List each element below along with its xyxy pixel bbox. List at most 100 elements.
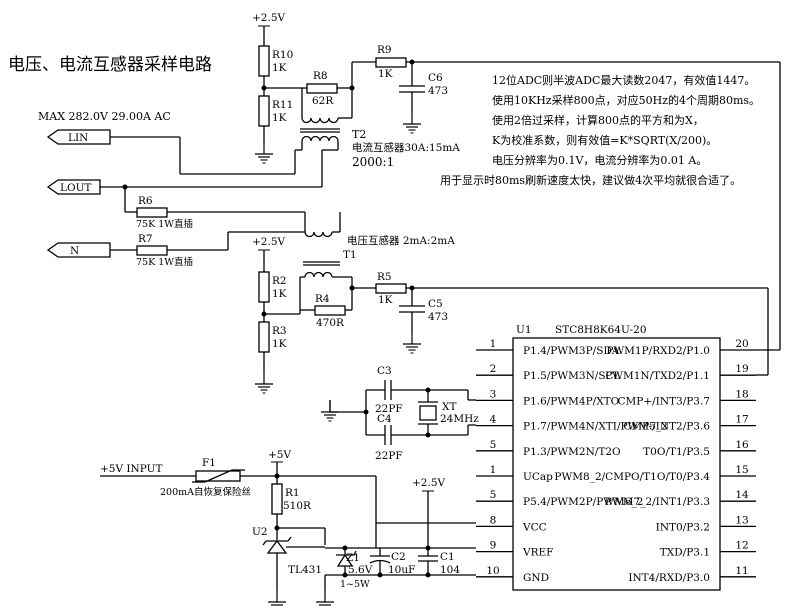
svg-text:10uF: 10uF [388, 564, 415, 576]
svg-text:T2: T2 [352, 128, 366, 141]
svg-text:XT: XT [442, 401, 456, 413]
pin-number: 1 [490, 338, 497, 350]
svg-text:LOUT: LOUT [60, 182, 91, 194]
svg-text:+2.5V: +2.5V [252, 236, 285, 248]
svg-text:R2: R2 [272, 275, 287, 287]
t1-secondary-coil [304, 271, 333, 278]
svg-text:75K 1W直插: 75K 1W直插 [136, 256, 194, 268]
svg-text:R6: R6 [138, 195, 153, 207]
svg-text:24MHz: 24MHz [440, 413, 479, 425]
note-line: 12位ADC则半波ADC最大读数2047，有效值1447。 [492, 73, 755, 87]
mcu-pin-left: 3P1.6/PWM4P/XTO [476, 388, 620, 407]
pin-name: P1.7/PWM4N/XTI/PWM5_2 [523, 421, 668, 433]
resistor-r5 [375, 283, 407, 294]
note-line: 用于显示时80ms刷新速度太快，建议做4次平均就很合适了。 [440, 173, 741, 187]
pin-number: 18 [735, 388, 748, 400]
pin-number: 8 [490, 514, 497, 526]
pin-number: 5 [490, 439, 497, 451]
resistor-r9 [375, 57, 407, 68]
svg-text:473: 473 [428, 85, 448, 97]
crystal-section: C3 22PF C4 22PF XT 24MHz [320, 365, 479, 462]
resistor-r3 [258, 321, 270, 353]
pin-name: UCap [523, 471, 553, 483]
pin-number: 15 [735, 464, 748, 476]
resistor-r10 [258, 45, 270, 77]
resistor-r1 [271, 483, 283, 515]
pin-name: GND [523, 572, 549, 584]
pin-name: INT4/RXD/P3.0 [628, 572, 710, 584]
svg-text:200mA自恢复保险丝: 200mA自恢复保险丝 [160, 486, 251, 498]
ground-icon [267, 589, 287, 606]
svg-text:1K: 1K [272, 112, 287, 124]
resistor-r2 [258, 271, 270, 303]
svg-text:U1: U1 [516, 324, 532, 336]
tl431-u2 [266, 539, 288, 554]
svg-text:F1: F1 [202, 457, 216, 469]
mcu-body [512, 337, 721, 591]
voltage-sense-section: R6 75K 1W直插 R7 75K 1W直插 电压互感器 2mA:2mA T1… [110, 187, 769, 394]
resistor-r4 [314, 305, 346, 316]
ground-icon [254, 371, 274, 394]
svg-text:1K: 1K [272, 338, 287, 350]
pin-name: INT0/P3.2 [656, 521, 710, 533]
diagram-title: 电压、电流互感器采样电路 [8, 55, 212, 75]
svg-text:R9: R9 [377, 44, 392, 56]
svg-text:1K: 1K [272, 62, 287, 74]
t2-primary-coil [301, 135, 339, 142]
svg-text:1K: 1K [378, 294, 393, 306]
mcu-pin-left: 4P1.7/PWM4N/XTI/PWM5_2 [476, 414, 668, 433]
design-notes: 12位ADC则半波ADC最大读数2047，有效值1447。 使用10KHz采样8… [440, 73, 760, 187]
svg-text:C4: C4 [377, 413, 392, 425]
pin-number: 16 [735, 439, 749, 451]
svg-text:Z1: Z1 [346, 552, 360, 564]
pin-number: 3 [490, 388, 497, 400]
pin-name: P1.6/PWM4P/XTO [523, 395, 620, 407]
mcu-pin-left: 2P1.5/PWM3N/SCL [476, 363, 621, 382]
pin-name: P5.4/PWM2P/PWM6_2 [523, 496, 643, 508]
t2-secondary-coil [301, 117, 339, 124]
note-line: 使用2倍过采样，计算800点的平方和为X， [492, 113, 704, 127]
svg-text:+5V INPUT: +5V INPUT [100, 463, 162, 475]
pin-name: PWM1P/RXD2/P1.0 [606, 345, 710, 357]
port-lin: LIN [46, 129, 111, 145]
svg-text:R11: R11 [272, 99, 293, 111]
note-line: K为校准系数，则有效值=K*SQRT(X/200)。 [492, 133, 717, 147]
svg-text:R8: R8 [313, 70, 328, 82]
svg-text:LIN: LIN [68, 132, 88, 144]
note-line: 电压分辨率为0.1V，电流分辨率为0.01 A。 [492, 153, 707, 167]
mcu-u1: U1 STC8H8K64U-20 [512, 324, 721, 591]
svg-text:STC8H8K64U-20: STC8H8K64U-20 [555, 324, 647, 336]
svg-text:C6: C6 [428, 72, 443, 84]
pin-number: 19 [735, 363, 748, 375]
pin-name: CMP-/INT2/P3.6 [623, 421, 710, 433]
svg-text:5.6V: 5.6V [348, 564, 373, 576]
resistor-r7 [136, 245, 168, 256]
power-section: +5V INPUT F1 200mA自恢复保险丝 +5V R1 510R U2 … [100, 449, 476, 606]
pin-number: 14 [735, 489, 749, 501]
supply-label: +2.5V [252, 12, 285, 24]
mcu-pin-left: 1P1.4/PWM3P/SDA [476, 338, 620, 357]
svg-text:T1: T1 [343, 249, 357, 261]
svg-text:2000:1: 2000:1 [352, 155, 394, 169]
pin-number: 10 [486, 565, 499, 577]
pin-name: VCC [522, 521, 547, 533]
svg-text:电压互感器 2mA:2mA: 电压互感器 2mA:2mA [347, 234, 455, 247]
resistor-r6 [136, 207, 168, 218]
svg-text:C5: C5 [428, 298, 443, 310]
svg-text:1K: 1K [378, 68, 393, 80]
resistor-r11 [258, 95, 270, 127]
mcu-pin-left: 5P1.3/PWM2N/T2O [476, 439, 621, 458]
ground-icon [315, 589, 335, 606]
svg-text:22PF: 22PF [375, 403, 403, 415]
